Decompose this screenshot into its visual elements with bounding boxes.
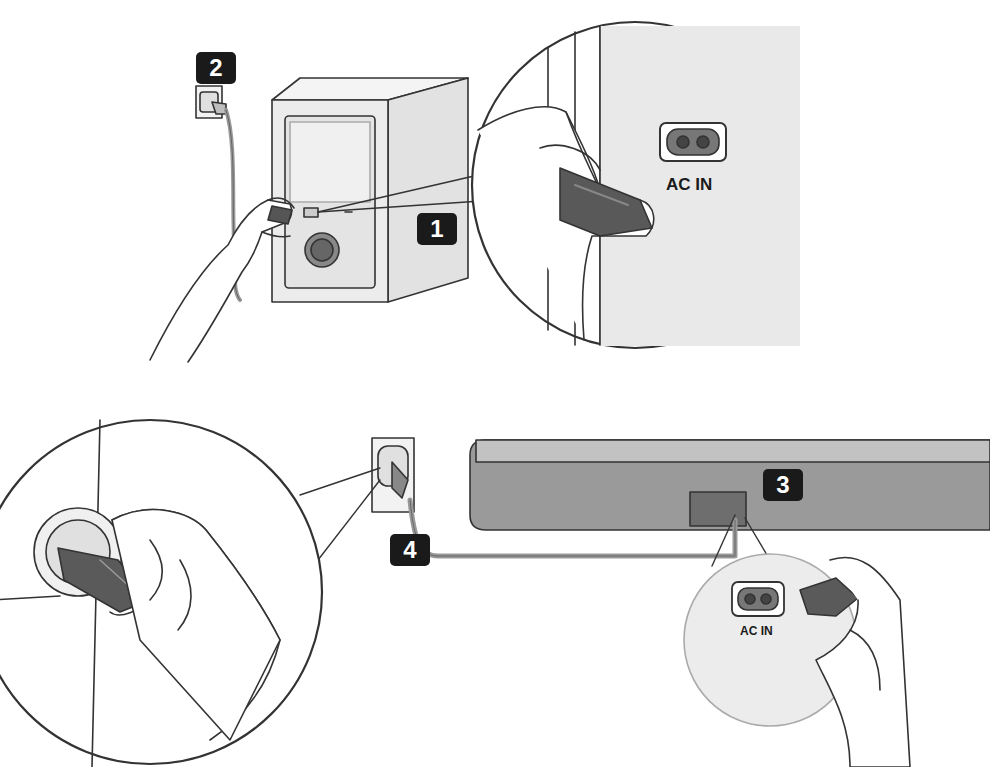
port-label: AC IN [666,175,712,195]
callout-number: 3 [763,469,803,501]
callout-number: 1 [417,213,457,245]
callout-number: 2 [196,52,236,84]
port-label: AC IN [740,624,773,638]
callout-number: 4 [390,534,430,566]
